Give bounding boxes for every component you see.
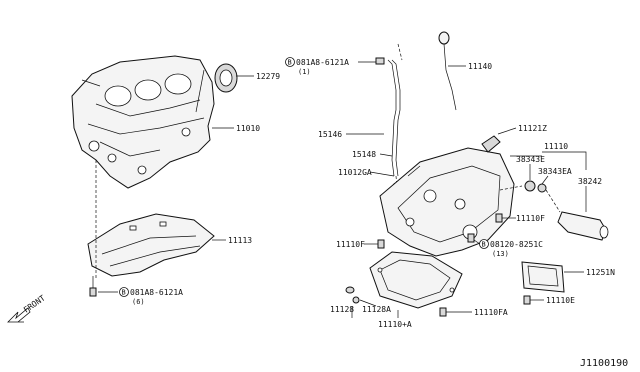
bolt-marker-icon: B [122,289,126,297]
oil-pan-lower [369,251,463,309]
bolt-11110fa [439,307,447,317]
svg-text:08120-8251C: 08120-8251C [490,240,543,249]
leader-lines [98,61,587,318]
callout-11012ga: 11012GA [338,168,372,177]
callout-11121z: 11121Z [518,124,547,133]
callout-081a8-top: B 081A8-6121A (1) [285,57,349,76]
crankshaft-rear-oil-seal [214,63,238,93]
oil-filter-bracket [557,211,609,241]
callout-12279: 12279 [256,72,280,81]
callout-11251n: 11251N [586,268,615,277]
callout-11010: 11010 [236,124,260,133]
callout-08120: B 08120-8251C (13) [479,239,543,258]
callout-11110e: 11110E [546,296,575,305]
callout-081a8-left: B 081A8-6121A (6) [119,287,183,306]
oil-level-gauge [438,31,457,111]
callout-11110f-left: 11110F [336,240,365,249]
callout-15148: 15148 [352,150,376,159]
svg-text:(1): (1) [298,68,311,76]
callout-11140: 11140 [468,62,492,71]
bolt-11110e [523,295,531,305]
rear-cover-gasket [521,261,565,293]
reference-code: J1100190 [580,358,628,369]
callout-11128: 11128 [330,305,354,314]
o-ring-38343e [524,180,536,192]
svg-text:081A8-6121A: 081A8-6121A [296,58,349,67]
oil-level-gauge-tube [375,57,401,190]
front-label: FRONT [22,293,47,314]
callout-15146: 15146 [318,130,342,139]
callout-11110f-right: 11110F [516,214,545,223]
callout-11110a: 11110+A [378,320,412,329]
bolt-11110f-left [377,239,385,249]
callout-11113: 11113 [228,236,252,245]
callout-11110fa: 11110FA [474,308,508,317]
bolt-11110f-right [495,213,503,223]
callout-38343e: 38343E [516,155,545,164]
arrow-icon [7,307,31,323]
bolt-marker-icon: B [288,59,292,67]
callout-11128a: 11128A [362,305,391,314]
o-ring-38343ea [537,183,547,193]
svg-text:081A8-6121A: 081A8-6121A [130,288,183,297]
svg-text:(13): (13) [492,250,509,258]
oil-strainer [481,135,501,153]
cylinder-block [71,55,215,189]
bolt-08120 [467,233,475,243]
bolt-marker-icon: B [482,241,486,249]
callout-38242: 38242 [578,177,602,186]
block-bolt-left [89,276,97,297]
callout-38343ea: 38343EA [538,167,572,176]
svg-text:(6): (6) [132,298,145,306]
drain-plug-washer [345,286,355,294]
callout-11110: 11110 [544,142,568,151]
drain-plug [352,296,360,304]
baffle-plate [87,213,215,277]
oil-pan-upper [379,147,515,257]
front-direction-indicator: FRONT [7,293,47,323]
